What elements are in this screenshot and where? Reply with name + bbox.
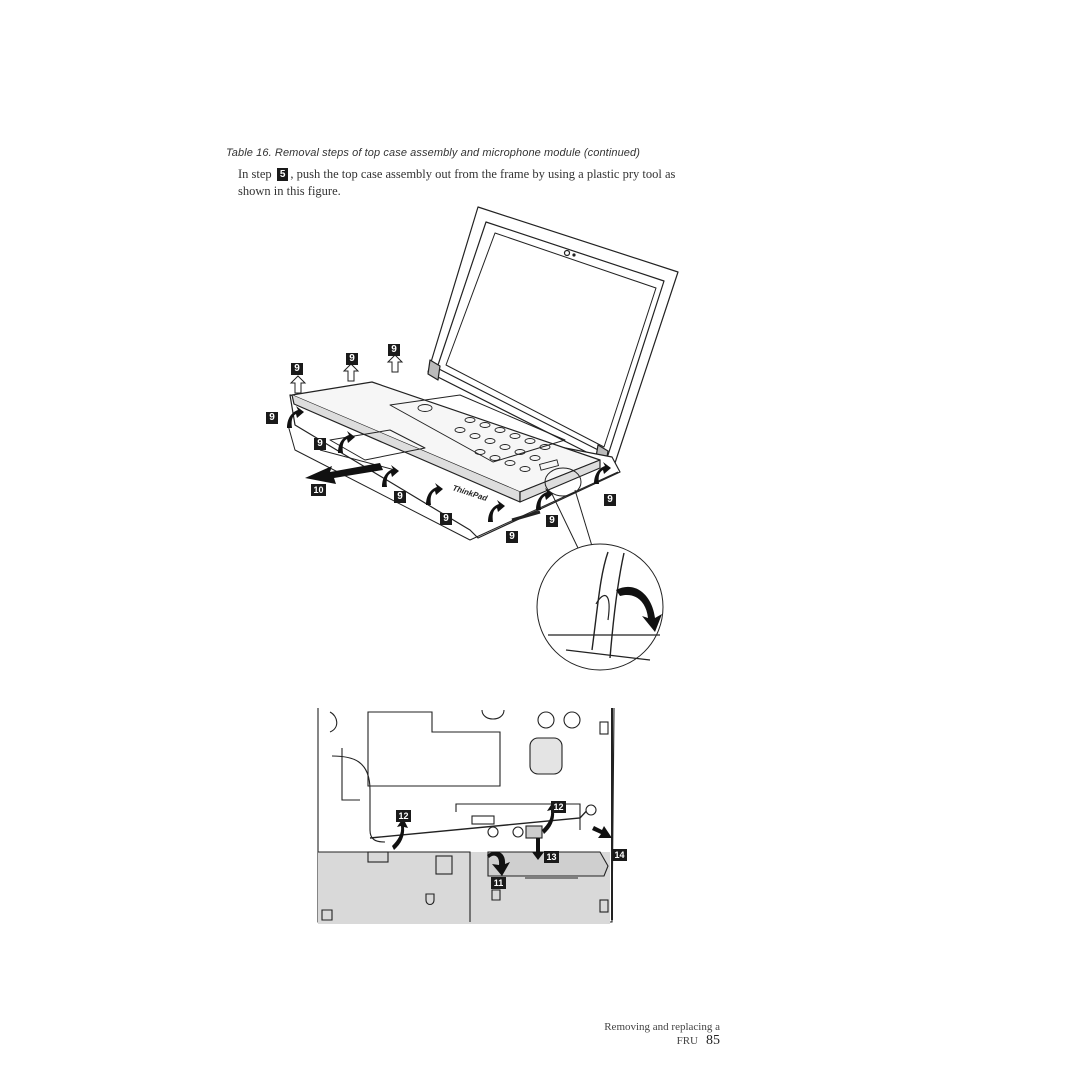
callout-13: 13 xyxy=(544,851,559,863)
step-badge: 5 xyxy=(276,168,289,181)
callout-12-a: 12 xyxy=(396,810,411,822)
callout-9-g: 9 xyxy=(440,513,452,525)
callout-9-c: 9 xyxy=(388,344,400,356)
callout-9-f: 9 xyxy=(394,491,406,503)
callout-10: 10 xyxy=(311,484,326,496)
callout-9-i: 9 xyxy=(546,515,558,527)
callout-9-a: 9 xyxy=(291,363,303,375)
instruction-paragraph: In step 5, push the top case assembly ou… xyxy=(238,166,698,200)
footer-section: Removing and replacing a FRU xyxy=(604,1021,720,1047)
callout-14: 14 xyxy=(612,849,627,861)
callout-9-j: 9 xyxy=(604,494,616,506)
instruction-prefix: In step xyxy=(238,167,272,181)
callout-11: 11 xyxy=(491,877,506,889)
callout-9-b: 9 xyxy=(346,353,358,365)
callout-9-h: 9 xyxy=(506,531,518,543)
page-number: 85 xyxy=(706,1033,720,1048)
callout-9-d: 9 xyxy=(266,412,278,424)
table-caption: Table 16. Removal steps of top case asse… xyxy=(226,147,641,159)
callout-9-e: 9 xyxy=(314,438,326,450)
instruction-suffix: , push the top case assembly out from th… xyxy=(238,167,676,198)
callout-12-b: 12 xyxy=(551,801,566,813)
